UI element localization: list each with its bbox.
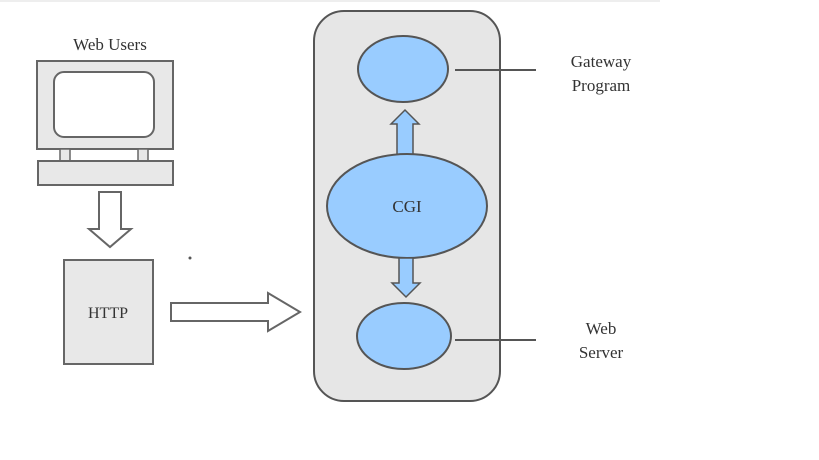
web-server-label-line1: Web	[586, 319, 617, 338]
gateway-program-node	[357, 35, 449, 103]
http-box	[63, 259, 154, 365]
web-server-label-line2: Server	[579, 343, 624, 362]
right-arrow-icon	[170, 291, 302, 333]
computer-monitor-icon	[36, 60, 174, 186]
web-users-label: Web Users	[73, 35, 147, 54]
web-server-node	[356, 302, 452, 370]
down-arrow-icon	[86, 191, 134, 249]
up-arrow-icon	[389, 108, 421, 156]
http-label: HTTP	[88, 305, 128, 322]
stray-dot	[188, 256, 192, 260]
down-arrow-cgi-icon	[390, 257, 422, 299]
gateway-label-line2: Program	[572, 76, 631, 95]
cgi-label: CGI	[392, 197, 422, 216]
gateway-label-line1: Gateway	[571, 52, 632, 71]
